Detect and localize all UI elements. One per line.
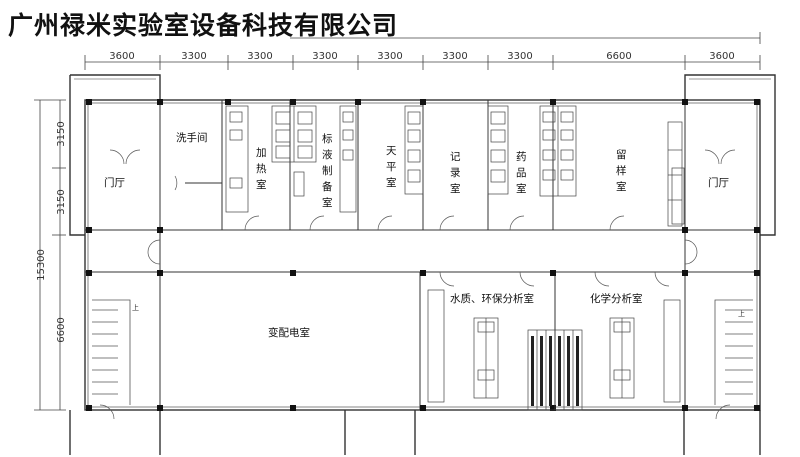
lab-furniture bbox=[225, 105, 685, 411]
room-record-3: 室 bbox=[450, 182, 461, 195]
dim-top-5: 3300 bbox=[377, 51, 402, 62]
dim-left-2: 3150 bbox=[56, 189, 67, 214]
dim-top-4: 3300 bbox=[312, 51, 337, 62]
room-sample-1: 留 bbox=[616, 148, 627, 161]
room-lobby-right: 门厅 bbox=[708, 176, 729, 189]
room-std-4: 备 bbox=[322, 180, 333, 193]
fume-hood-fill bbox=[531, 336, 579, 406]
dim-left-total: 15300 bbox=[36, 249, 47, 281]
dim-top-7: 3300 bbox=[507, 51, 532, 62]
room-std-5: 室 bbox=[322, 196, 333, 209]
room-record-1: 记 bbox=[450, 151, 461, 163]
dim-top-6: 3300 bbox=[442, 51, 467, 62]
room-water: 水质、环保分析室 bbox=[450, 292, 534, 305]
dim-top-1: 3600 bbox=[109, 51, 134, 62]
interior-wall bbox=[85, 100, 760, 410]
room-balance-1: 天 bbox=[386, 145, 397, 157]
dim-top-8: 6600 bbox=[606, 51, 631, 62]
stair-up-right: 上 bbox=[738, 309, 745, 318]
room-balance-2: 平 bbox=[386, 161, 397, 173]
room-sample-3: 室 bbox=[616, 180, 627, 193]
dim-top-2: 3300 bbox=[181, 51, 206, 62]
room-wash: 洗手间 bbox=[176, 131, 208, 144]
room-lobby-left: 门厅 bbox=[104, 176, 125, 189]
door-swings bbox=[99, 149, 736, 420]
top-dimension-line bbox=[84, 32, 761, 70]
room-chem: 化学分析室 bbox=[590, 292, 643, 305]
dim-top-9: 3600 bbox=[709, 51, 734, 62]
room-heat-1: 加 bbox=[256, 147, 267, 159]
room-substation: 变配电室 bbox=[268, 326, 310, 339]
room-std-1: 标 bbox=[322, 133, 333, 145]
stair-up-left: 上 bbox=[132, 303, 139, 312]
room-drug-2: 品 bbox=[516, 167, 527, 179]
room-heat-2: 热 bbox=[256, 162, 267, 175]
room-std-3: 制 bbox=[322, 164, 333, 177]
room-drug-1: 药 bbox=[516, 151, 527, 163]
column-posts bbox=[86, 99, 760, 411]
room-heat-3: 室 bbox=[256, 178, 267, 191]
dim-left-3: 6600 bbox=[56, 317, 67, 342]
room-drug-3: 室 bbox=[516, 182, 527, 195]
room-sample-2: 样 bbox=[616, 164, 627, 177]
room-balance-3: 室 bbox=[386, 176, 397, 189]
company-title: 广州禄米实验室设备科技有限公司 bbox=[8, 11, 399, 40]
room-std-2: 液 bbox=[322, 148, 333, 161]
left-dimension-line bbox=[34, 99, 66, 411]
room-record-2: 录 bbox=[450, 167, 461, 179]
dim-left-1: 3150 bbox=[56, 121, 67, 146]
stairs bbox=[92, 299, 753, 405]
dim-top-3: 3300 bbox=[247, 51, 272, 62]
